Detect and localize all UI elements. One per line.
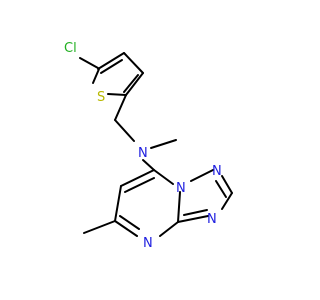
molecule-structure: Cl S N N N N N bbox=[64, 41, 233, 251]
triazole-nitrogen-top-label: N bbox=[212, 164, 222, 179]
sulfur-atom-label: S bbox=[97, 90, 105, 105]
pyrimidine-nitrogen-label: N bbox=[143, 236, 153, 251]
chlorine-atom-label: Cl bbox=[64, 41, 77, 56]
bond-lines bbox=[79, 52, 233, 237]
amine-nitrogen-label: N bbox=[138, 146, 148, 161]
bridge-nitrogen-label: N bbox=[176, 181, 186, 196]
triazole-nitrogen-bottom-label: N bbox=[207, 212, 217, 227]
